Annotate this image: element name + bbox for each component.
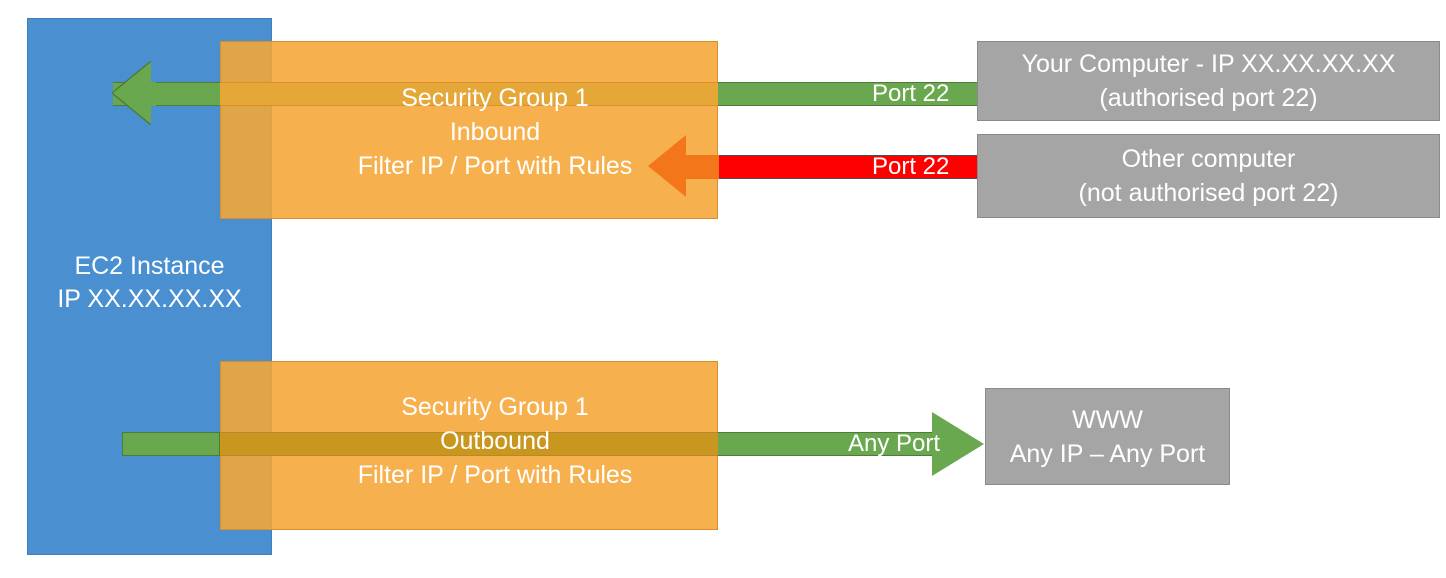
endpoint-www: WWW Any IP – Any Port bbox=[985, 388, 1230, 485]
allowed-inbound-arrow-wing bbox=[148, 82, 156, 106]
endpoint-your-computer: Your Computer - IP XX.XX.XX.XX (authoris… bbox=[977, 41, 1440, 121]
allowed-outbound-bar-left bbox=[122, 432, 220, 456]
allowed-outbound-bar-mid bbox=[220, 432, 718, 456]
your-computer-line-2: (authorised port 22) bbox=[1099, 84, 1318, 112]
endpoint-other-computer: Other computer (not authorised port 22) bbox=[977, 134, 1440, 218]
allowed-outbound-arrowhead-icon bbox=[932, 412, 984, 476]
other-computer-line-1: Other computer bbox=[1121, 145, 1296, 173]
allowed-inbound-bar-right bbox=[718, 82, 978, 106]
www-line-2: Any IP – Any Port bbox=[1009, 439, 1206, 468]
blocked-inbound-bar bbox=[718, 155, 978, 179]
other-computer-line-2: (not authorised port 22) bbox=[1078, 179, 1339, 207]
www-line-1: WWW bbox=[1072, 405, 1143, 434]
allowed-inbound-bar-overlay bbox=[220, 82, 718, 106]
allowed-inbound-arrowhead-icon bbox=[113, 62, 151, 124]
allowed-outbound-bar-right bbox=[718, 432, 935, 456]
your-computer-line-1: Your Computer - IP XX.XX.XX.XX bbox=[1021, 50, 1396, 78]
blocked-inbound-bar-inner bbox=[685, 155, 719, 179]
blocked-inbound-arrowhead-icon bbox=[648, 135, 686, 197]
security-group-inbound-box bbox=[220, 41, 718, 219]
